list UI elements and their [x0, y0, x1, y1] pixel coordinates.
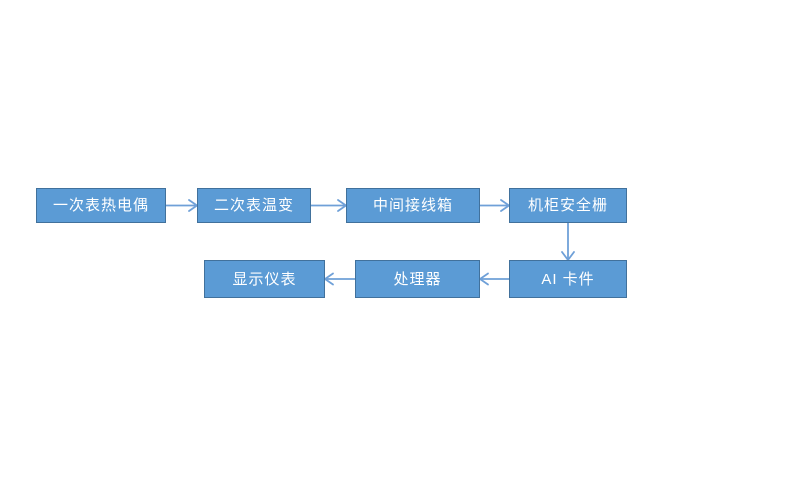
- arrow-safety-barrier-to-ai-card: [561, 222, 575, 261]
- node-label-secondary-temperature-transmitter: 二次表温变: [213, 197, 294, 214]
- flow-node-intermediate-junction-box: 中间接线箱: [346, 188, 480, 223]
- flow-node-cabinet-safety-barrier: 机柜安全栅: [509, 188, 627, 223]
- node-label-primary-thermocouple: 一次表热电偶: [52, 197, 149, 214]
- flow-node-ai-card: AI 卡件: [509, 260, 627, 298]
- arrow-processor-to-display: [324, 272, 356, 286]
- flow-node-display-instrument: 显示仪表: [204, 260, 325, 298]
- arrow-junction-box-to-safety-barrier: [479, 199, 510, 212]
- node-label-cabinet-safety-barrier: 机柜安全栅: [527, 197, 608, 214]
- arrow-ai-card-to-processor: [479, 272, 510, 286]
- node-label-intermediate-junction-box: 中间接线箱: [372, 197, 453, 214]
- arrow-thermocouple-to-transmitter: [165, 199, 198, 212]
- flow-node-secondary-temperature-transmitter: 二次表温变: [197, 188, 311, 223]
- node-label-display-instrument: 显示仪表: [232, 270, 297, 288]
- flow-node-processor: 处理器: [355, 260, 480, 298]
- arrow-transmitter-to-junction-box: [310, 199, 347, 212]
- node-label-processor: 处理器: [393, 270, 442, 288]
- flow-node-primary-thermocouple: 一次表热电偶: [36, 188, 166, 223]
- node-label-ai-card: AI 卡件: [541, 270, 595, 288]
